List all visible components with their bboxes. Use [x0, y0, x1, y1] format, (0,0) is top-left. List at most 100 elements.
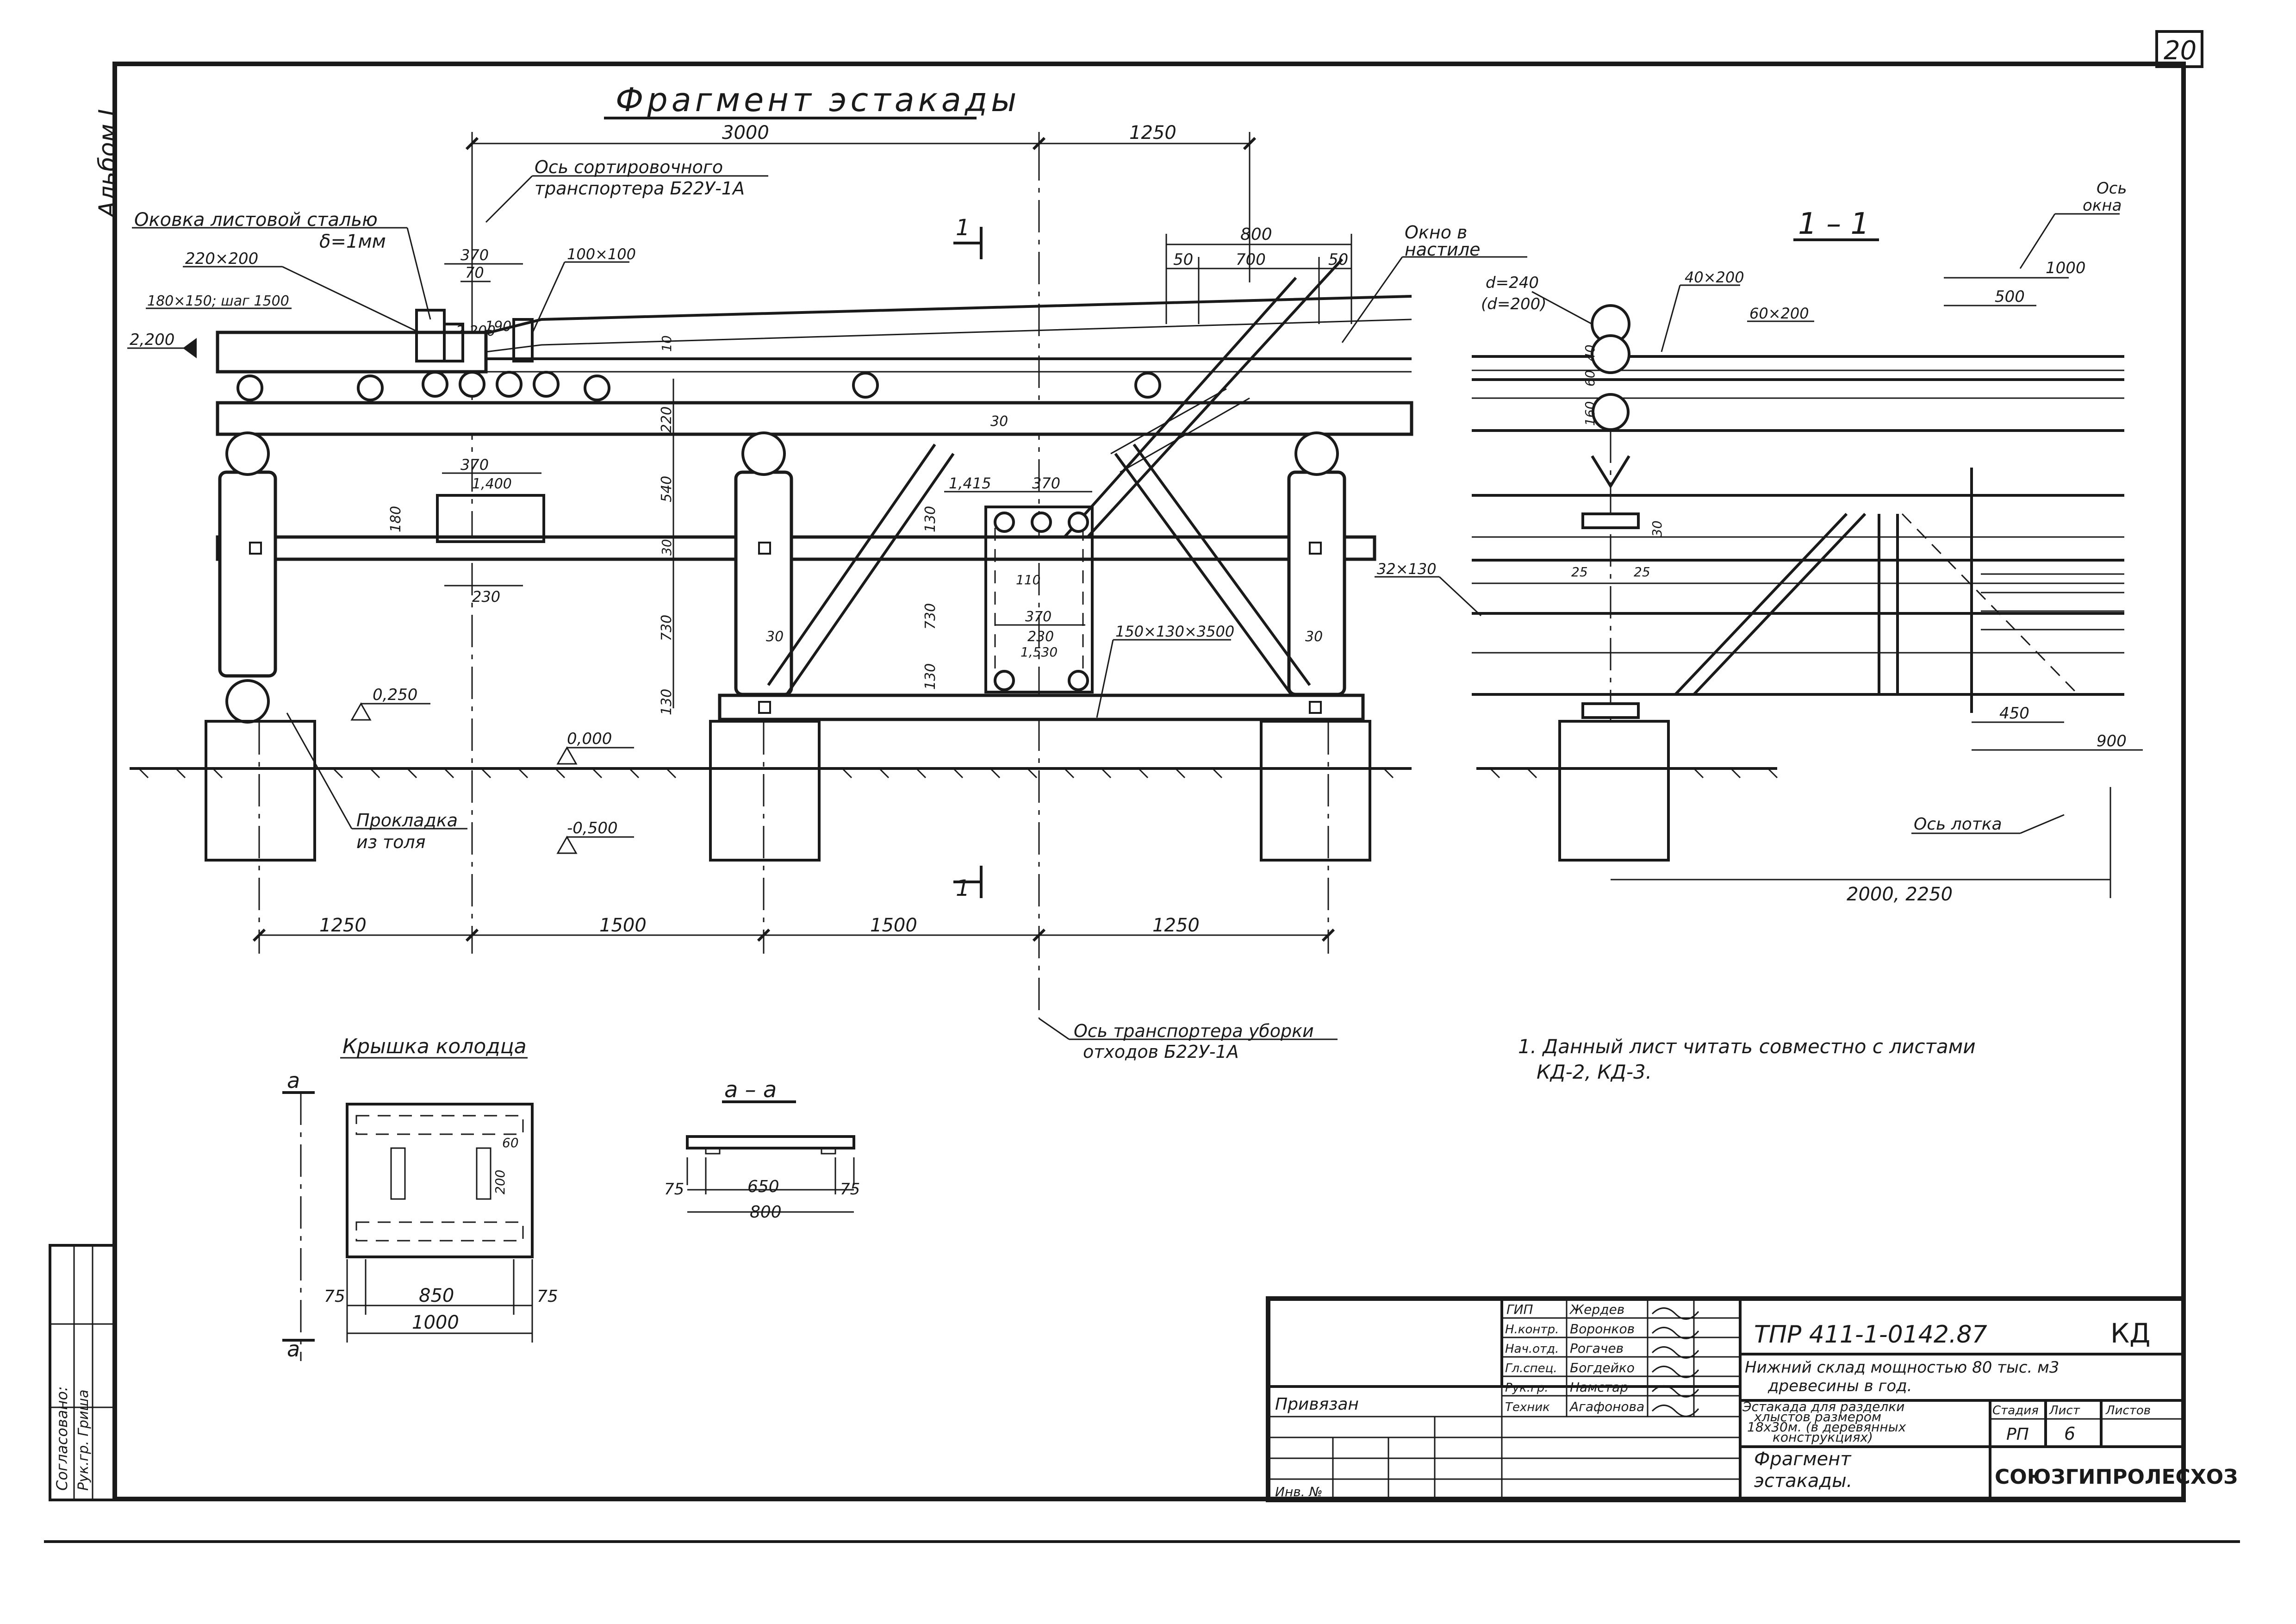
svg-text:500: 500	[1995, 287, 2025, 306]
svg-text:транспортера Б22У-1А: транспортера Б22У-1А	[535, 178, 745, 199]
svg-text:6: 6	[2064, 1424, 2075, 1444]
svg-text:70: 70	[465, 264, 484, 281]
main-view-title: Фрагмент эстакады	[616, 81, 1020, 119]
svg-text:75: 75	[664, 1180, 684, 1199]
section-mark-bottom: 1	[953, 866, 983, 901]
svg-text:130: 130	[659, 689, 675, 715]
svg-text:Ось: Ось	[2097, 179, 2127, 198]
main-bottom-dimensions: 1250 1500 1500 1250	[252, 722, 1335, 954]
svg-text:1. Данный лист читать совместн: 1. Данный лист читать совместно с листам…	[1518, 1035, 1976, 1058]
svg-text:1250: 1250	[1152, 915, 1200, 936]
section-mark-top: 1	[953, 215, 983, 259]
svg-text:60: 60	[1582, 370, 1598, 387]
label-100x100: 100×100	[567, 245, 636, 263]
svg-text:30: 30	[1305, 629, 1323, 645]
svg-text:220: 220	[659, 406, 675, 433]
svg-text:Стадия: Стадия	[1992, 1404, 2039, 1418]
svg-text:130: 130	[922, 663, 939, 690]
svg-text:Ось лотка: Ось лотка	[1914, 815, 2002, 834]
svg-text:32×130: 32×130	[1377, 560, 1437, 578]
svg-text:КД-2, КД-3.: КД-2, КД-3.	[1537, 1061, 1652, 1083]
svg-text:РП: РП	[2006, 1425, 2029, 1444]
svg-text:а: а	[287, 1068, 300, 1093]
level-marks: 0,250 0,000 -0,500	[350, 686, 634, 854]
svg-text:Лист: Лист	[2049, 1404, 2080, 1418]
sheet-frame	[44, 30, 2240, 1543]
svg-text:25: 25	[1634, 564, 1650, 580]
svg-text:Оковка листовой сталью: Оковка листовой сталью	[134, 209, 378, 231]
svg-text:1500: 1500	[599, 915, 647, 936]
svg-text:850: 850	[419, 1285, 454, 1306]
svg-text:d=240: d=240	[1486, 274, 1539, 292]
trestle-structure	[216, 258, 1413, 724]
svg-text:1,400: 1,400	[472, 476, 512, 492]
dim-1250-top: 1250	[1129, 122, 1176, 144]
svg-text:Намстар: Намстар	[1570, 1380, 1628, 1395]
svg-text:40×200: 40×200	[1685, 269, 1744, 286]
svg-text:Агафонова: Агафонова	[1569, 1399, 1644, 1414]
inner-dims: 150×130×3500 370 1,400 180 230 1,415 370…	[388, 335, 1323, 718]
svg-text:370: 370	[460, 456, 489, 474]
svg-text:1: 1	[956, 875, 970, 901]
section-aa-title: а – а	[724, 1077, 777, 1103]
svg-text:Фрагмент: Фрагмент	[1754, 1449, 1852, 1470]
title-block: Привязан Инв. № ГИП Жердев Н.контр. Воро…	[1266, 1296, 2238, 1502]
svg-text:230: 230	[472, 588, 500, 606]
svg-text:1,530: 1,530	[1020, 644, 1058, 660]
svg-text:Рук.гр. Гриша: Рук.гр. Гриша	[75, 1390, 92, 1491]
section-dimensions: d=240 (d=200) 40×200 60×200 1000 500 32×…	[1375, 259, 2143, 905]
section-view-title: 1 – 1	[1798, 207, 1869, 241]
svg-text:30: 30	[766, 629, 784, 645]
svg-text:75: 75	[537, 1287, 558, 1306]
svg-text:30: 30	[990, 413, 1008, 430]
svg-text:25: 25	[1571, 564, 1588, 580]
svg-text:10: 10	[659, 335, 674, 352]
svg-text:Ось транспортера уборки: Ось транспортера уборки	[1074, 1021, 1314, 1041]
svg-text:конструкциях): конструкциях)	[1773, 1430, 1873, 1445]
svg-text:Рук.гр.: Рук.гр.	[1505, 1381, 1548, 1395]
svg-text:370: 370	[460, 246, 489, 264]
svg-text:30: 30	[659, 539, 674, 556]
svg-text:1250: 1250	[319, 915, 367, 936]
svg-text:1000: 1000	[2046, 259, 2086, 277]
deck-window-dims: 800 50 700 50	[1165, 225, 1352, 324]
svg-text:0,000: 0,000	[567, 730, 612, 748]
svg-text:60: 60	[502, 1135, 519, 1150]
svg-text:370: 370	[1025, 609, 1052, 625]
svg-text:Листов: Листов	[2105, 1404, 2151, 1418]
svg-text:75: 75	[324, 1287, 345, 1306]
deck-window-callout: Окно в настиле	[1341, 222, 1527, 343]
svg-text:Согласовано:: Согласовано:	[53, 1386, 71, 1491]
svg-text:30: 30	[1649, 520, 1665, 537]
svg-text:-0,500: -0,500	[567, 819, 618, 837]
svg-text:370: 370	[1032, 475, 1060, 492]
doc-code: ТПР 411-1-0142.87	[1754, 1321, 1987, 1349]
svg-text:(d=200): (d=200)	[1481, 295, 1547, 313]
svg-text:Нижний склад мощностью 80 тыс.: Нижний склад мощностью 80 тыс. м3	[1745, 1358, 2059, 1377]
svg-text:Прокладка: Прокладка	[356, 810, 458, 831]
svg-text:730: 730	[922, 603, 939, 630]
svg-text:Воронков: Воронков	[1570, 1321, 1635, 1337]
svg-text:древесины в год.: древесины в год.	[1767, 1377, 1912, 1395]
svg-text:Ось сортировочного: Ось сортировочного	[535, 157, 723, 177]
svg-text:ГИП: ГИП	[1506, 1302, 1533, 1317]
trough-axis-callout: Ось лотка	[1911, 814, 2065, 834]
svg-text:50: 50	[1328, 250, 1348, 269]
svg-text:800: 800	[1240, 225, 1272, 244]
doc-mark: КД	[2110, 1318, 2151, 1349]
svg-text:18х30м. (в деревянных: 18х30м. (в деревянных	[1747, 1419, 1906, 1435]
svg-text:1,415: 1,415	[949, 475, 991, 492]
svg-text:Н.контр.: Н.контр.	[1505, 1323, 1559, 1337]
svg-text:Гл.спец.: Гл.спец.	[1505, 1362, 1557, 1375]
svg-text:75: 75	[840, 1180, 860, 1199]
dim-3000: 3000	[722, 122, 769, 144]
svg-text:50: 50	[1173, 250, 1193, 269]
inv-label: Инв. №	[1275, 1484, 1323, 1499]
svg-text:700: 700	[1236, 250, 1266, 269]
svg-text:Жердев: Жердев	[1569, 1302, 1624, 1317]
svg-text:0,250: 0,250	[373, 686, 417, 704]
svg-text:хлыстов размером: хлыстов размером	[1754, 1409, 1881, 1424]
svg-text:окна: окна	[2083, 196, 2122, 215]
organization: СОЮЗГИПРОЛЕСХОЗ	[1995, 1465, 2238, 1489]
svg-text:Окно в: Окно в	[1405, 222, 1467, 243]
